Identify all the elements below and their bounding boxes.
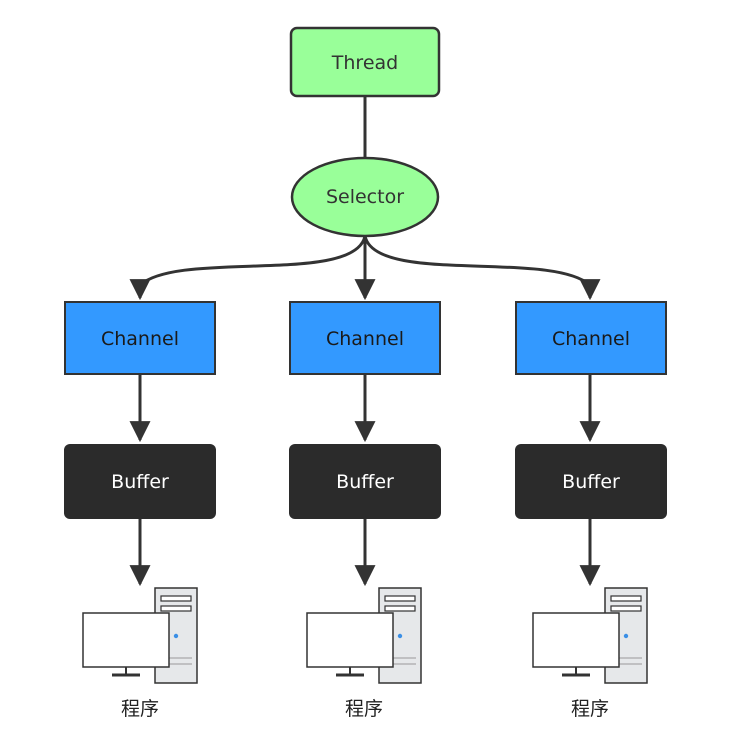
program-label: 程序 [571, 698, 609, 720]
selector-label: Selector [326, 186, 404, 208]
selector-channel-edge-3 [363, 235, 601, 301]
buffer-node: Buffer [64, 444, 216, 519]
selector-channel-edge-1 [129, 235, 367, 301]
channel-node: Channel [64, 301, 216, 375]
program-label: 程序 [121, 698, 159, 720]
selector-node: Selector [290, 156, 440, 238]
channel-label: Channel [326, 328, 404, 350]
buffer-node: Buffer [515, 444, 667, 519]
thread-node: Thread [289, 26, 441, 98]
channel-node: Channel [289, 301, 441, 375]
channel-node: Channel [515, 301, 667, 375]
program-label: 程序 [345, 698, 383, 720]
buffer-node: Buffer [289, 444, 441, 519]
buffer-label: Buffer [336, 471, 394, 493]
computer-icon [82, 587, 198, 684]
computer-icon [306, 587, 422, 684]
buffer-label: Buffer [562, 471, 620, 493]
buffer-label: Buffer [111, 471, 169, 493]
computer-icon [532, 587, 648, 684]
thread-label: Thread [331, 52, 398, 74]
channel-label: Channel [101, 328, 179, 350]
channel-label: Channel [552, 328, 630, 350]
